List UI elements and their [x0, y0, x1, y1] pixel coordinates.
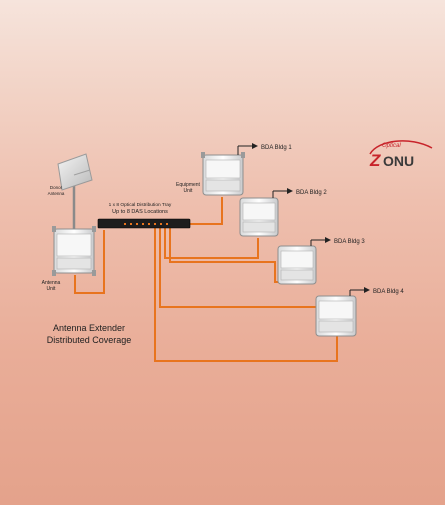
donor-antenna-label-line2: Antenna	[48, 191, 65, 196]
tray-ports	[124, 223, 168, 225]
antenna-unit-label-line1: Antenna	[42, 280, 61, 286]
bda-1-label: BDA Bldg 1	[261, 145, 292, 151]
bda-3-label: BDA Bldg 3	[334, 239, 365, 245]
fiber-bda-4	[154, 228, 338, 362]
logo-script: Optical	[382, 143, 401, 149]
caption-line1: Antenna Extender	[53, 323, 125, 333]
logo-word: ONU	[383, 153, 414, 169]
antenna-unit: Antenna Unit	[42, 226, 96, 292]
equipment-unit: BDA Bldg 1 Equipment Unit	[176, 143, 292, 196]
optical-zonu-logo: Optical Z ONU	[369, 140, 433, 170]
fiber-antenna-unit	[74, 230, 105, 294]
caption-line2: Distributed Coverage	[47, 335, 132, 345]
donor-antenna: Donor Antenna	[48, 153, 93, 232]
bda-unit-4: BDA Bldg 4	[315, 287, 404, 337]
logo-z: Z	[369, 151, 381, 170]
tray-title-line1: 1 x 8 Optical Distribution Tray	[109, 202, 172, 208]
antenna-unit-label-line2: Unit	[47, 286, 57, 292]
bda-unit-3: BDA Bldg 3	[277, 237, 365, 285]
distribution-tray: 1 x 8 Optical Distribution Tray Up to 8 …	[97, 202, 191, 229]
tray-title-line2: Up to 8 DAS Locations	[112, 209, 168, 215]
bda-2-label: BDA Bldg 2	[296, 190, 327, 196]
bda-unit-2: BDA Bldg 2	[239, 188, 327, 237]
caption: Antenna Extender Distributed Coverage	[47, 323, 132, 345]
equipment-unit-label-line1: Equipment	[176, 182, 201, 188]
bda-4-label: BDA Bldg 4	[373, 289, 404, 295]
equipment-unit-label-line2: Unit	[184, 188, 194, 194]
donor-antenna-label-line1: Donor	[50, 185, 63, 190]
fiber-bda-1	[164, 228, 259, 259]
